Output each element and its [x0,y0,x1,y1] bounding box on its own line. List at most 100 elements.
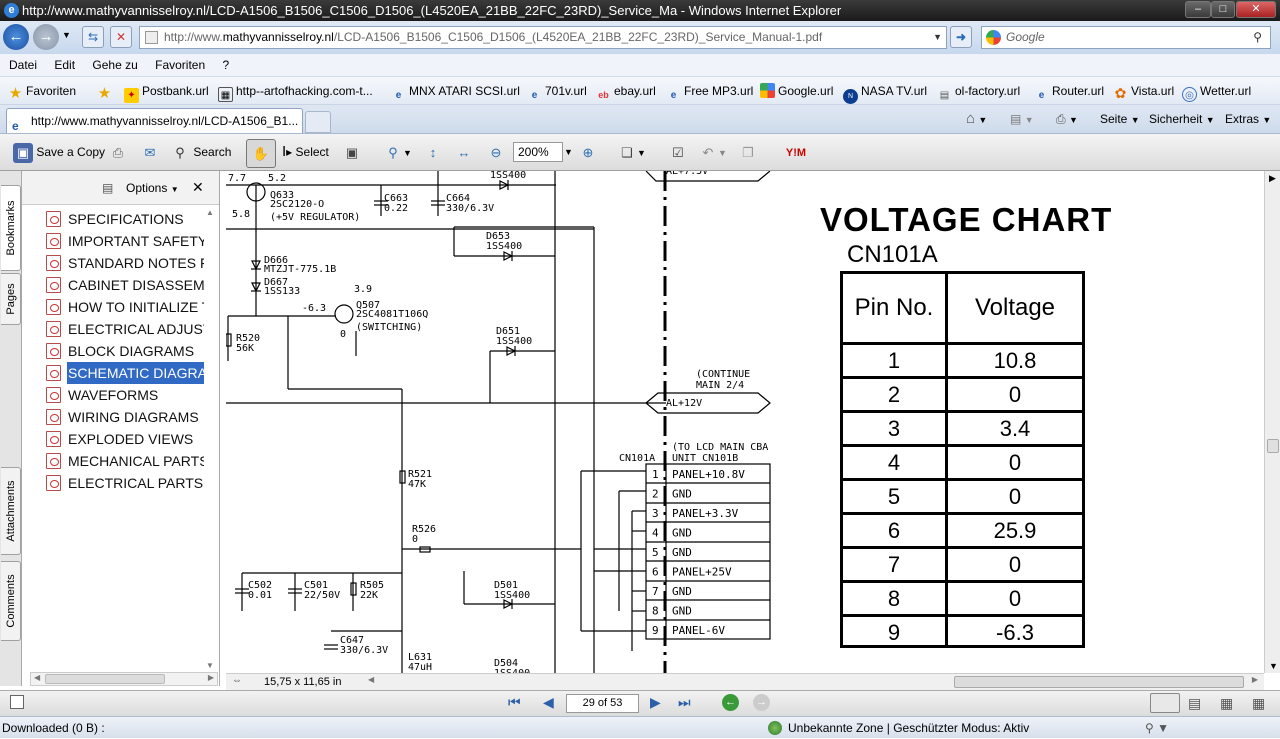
stop-icon[interactable]: ✕ [110,26,132,48]
bookmark-item[interactable]: HOW TO INITIALIZE TH [46,296,204,318]
previous-page-icon[interactable]: ◀ [543,694,554,710]
back-view-icon[interactable]: ← [722,694,739,711]
menu-help[interactable]: ? [222,58,230,72]
save-copy-button[interactable]: ▣ Save a Copy [13,142,105,163]
document-vscroll[interactable]: ▶ ▼ [1264,171,1280,673]
yahoo-button[interactable]: Y!M [778,142,814,163]
document-hscroll[interactable]: ⇔ 15,75 x 11,65 in ◀ ▶ [226,673,1264,690]
bookmark-item[interactable]: STANDARD NOTES FC [46,252,204,274]
hscroll-thumb[interactable] [954,676,1244,688]
menu-edit[interactable]: Edit [54,58,76,72]
back-button[interactable]: ← [3,24,29,50]
facing-icon[interactable]: ▦ [1220,695,1234,711]
page-number-input[interactable]: 29 of 53 [566,694,639,713]
recent-pages-dropdown[interactable]: ▼ [62,30,71,40]
continuous-icon[interactable]: ▤ [1188,695,1202,711]
zoom-out-button[interactable]: ⊖ [486,142,506,163]
bookmark-item[interactable]: ELECTRICAL ADJUSTI [46,318,204,340]
zoom-input[interactable]: 200% [513,142,563,162]
print-doc-button[interactable]: ⎙ [108,142,128,163]
close-panel-icon[interactable]: ✕ [192,179,204,195]
fav-google[interactable]: Google.url [760,82,833,100]
compat-view-icon[interactable]: ⇆ [82,26,104,48]
first-page-icon[interactable]: ⏮ [508,694,521,710]
page-menu[interactable]: Seite ▼ [1100,112,1140,126]
tab-pages[interactable]: Pages [1,273,21,325]
forward-button[interactable]: → [33,24,59,50]
snapshot-button[interactable]: ▣ [342,142,362,163]
fit-page-button[interactable]: ↕ [423,142,443,163]
go-button[interactable]: ➜ [950,26,972,48]
fav-ol-factory[interactable]: ▤ol-factory.url [937,82,1020,103]
next-page-icon[interactable]: ▶ [650,694,661,710]
forward-view-icon[interactable]: → [753,694,770,711]
fav-wetter[interactable]: ◎Wetter.url [1182,82,1251,102]
fav-artofhacking[interactable]: ▦http--artofhacking.com-t... [218,82,373,102]
new-tab-button[interactable] [305,111,331,133]
home-button[interactable]: ⌂ ▼ [966,110,988,127]
bookmarks-hscroll[interactable]: ◀ ▶ [30,672,218,686]
page-layout-button[interactable]: ❏▼ [617,142,646,163]
menu-gehe-zu[interactable]: Gehe zu [92,58,138,72]
zoom-status-icon[interactable]: ⚲ ▼ [1145,721,1169,735]
fav-postbank[interactable]: ✦Postbank.url [124,82,209,103]
bookmark-item[interactable]: SPECIFICATIONS [46,208,204,230]
copy-button[interactable]: ❐ [738,142,758,163]
tab-bookmarks[interactable]: Bookmarks [1,185,21,271]
bookmark-item[interactable]: MECHANICAL PARTS [46,450,204,472]
add-favorite-button[interactable]: ★ [97,82,115,101]
fav-vista[interactable]: ✿Vista.url [1113,82,1175,101]
bookmark-label: WAVEFORMS [68,387,159,403]
tab-pdf[interactable]: e http://www.mathyvannisselroy.nl/LCD-A1… [6,108,303,133]
search-doc-button[interactable]: ⚲ Search [170,142,231,163]
search-input[interactable]: Google ⚲ [981,26,1271,49]
search-icon[interactable]: ⚲ [1253,30,1262,44]
address-dropdown-icon[interactable]: ▼ [933,32,942,42]
single-page-icon[interactable] [1150,693,1180,713]
tab-comments[interactable]: Comments [1,561,21,641]
bookmark-item[interactable]: IMPORTANT SAFETY [46,230,204,252]
panel-toggle-icon[interactable] [10,695,24,709]
select-tool-button[interactable]: I▸ Select [282,143,329,160]
undo-button[interactable]: ↶▼ [698,142,727,163]
tab-attachments[interactable]: Attachments [1,467,21,555]
maximize-button[interactable]: □ [1211,1,1235,18]
bookmark-item[interactable]: CABINET DISASSEME [46,274,204,296]
address-input[interactable]: http://www.mathyvannisselroy.nl/LCD-A150… [139,26,947,49]
bookmark-item[interactable]: BLOCK DIAGRAMS [46,340,204,362]
bookmark-item[interactable]: ELECTRICAL PARTS L [46,472,204,494]
fit-width-button[interactable]: ↔ [454,142,474,163]
voltage-cell: 0 [1008,382,1022,407]
vscroll-thumb[interactable] [1267,439,1279,453]
feeds-button[interactable]: ▤ ▼ [1010,112,1034,126]
bookmarks-vscroll[interactable]: ▲ ▼ [206,208,214,670]
security-menu[interactable]: Sicherheit ▼ [1149,112,1215,126]
last-page-icon[interactable]: ⏭ [678,694,691,710]
minimize-button[interactable]: – [1185,1,1211,18]
menu-favoriten[interactable]: Favoriten [155,58,206,72]
spellcheck-button[interactable]: ☑ [668,142,688,163]
zoom-tool-button[interactable]: ⚲▼ [383,142,412,163]
bookmark-item[interactable]: SCHEMATIC DIAGRAM [46,362,204,384]
favorites-button[interactable]: ★Favoriten [8,82,76,101]
hand-tool-button[interactable]: ✋ [246,139,276,168]
menu-datei[interactable]: Datei [9,58,38,72]
print-button[interactable]: ⎙ ▼ [1056,112,1078,126]
zoom-in-button[interactable]: ⊕ [578,142,598,163]
bookmark-item[interactable]: EXPLODED VIEWS [46,428,204,450]
continuous-facing-icon[interactable]: ▦ [1252,695,1266,711]
options-menu[interactable]: Options ▼ [126,181,179,195]
extras-menu[interactable]: Extras ▼ [1225,112,1272,126]
bookmark-item[interactable]: WAVEFORMS [46,384,204,406]
bookmark-item[interactable]: WIRING DIAGRAMS [46,406,204,428]
zoom-dropdown-icon[interactable]: ▼ [564,147,573,157]
email-button[interactable]: ✉ [140,142,160,163]
close-button[interactable]: ✕ [1236,1,1276,18]
